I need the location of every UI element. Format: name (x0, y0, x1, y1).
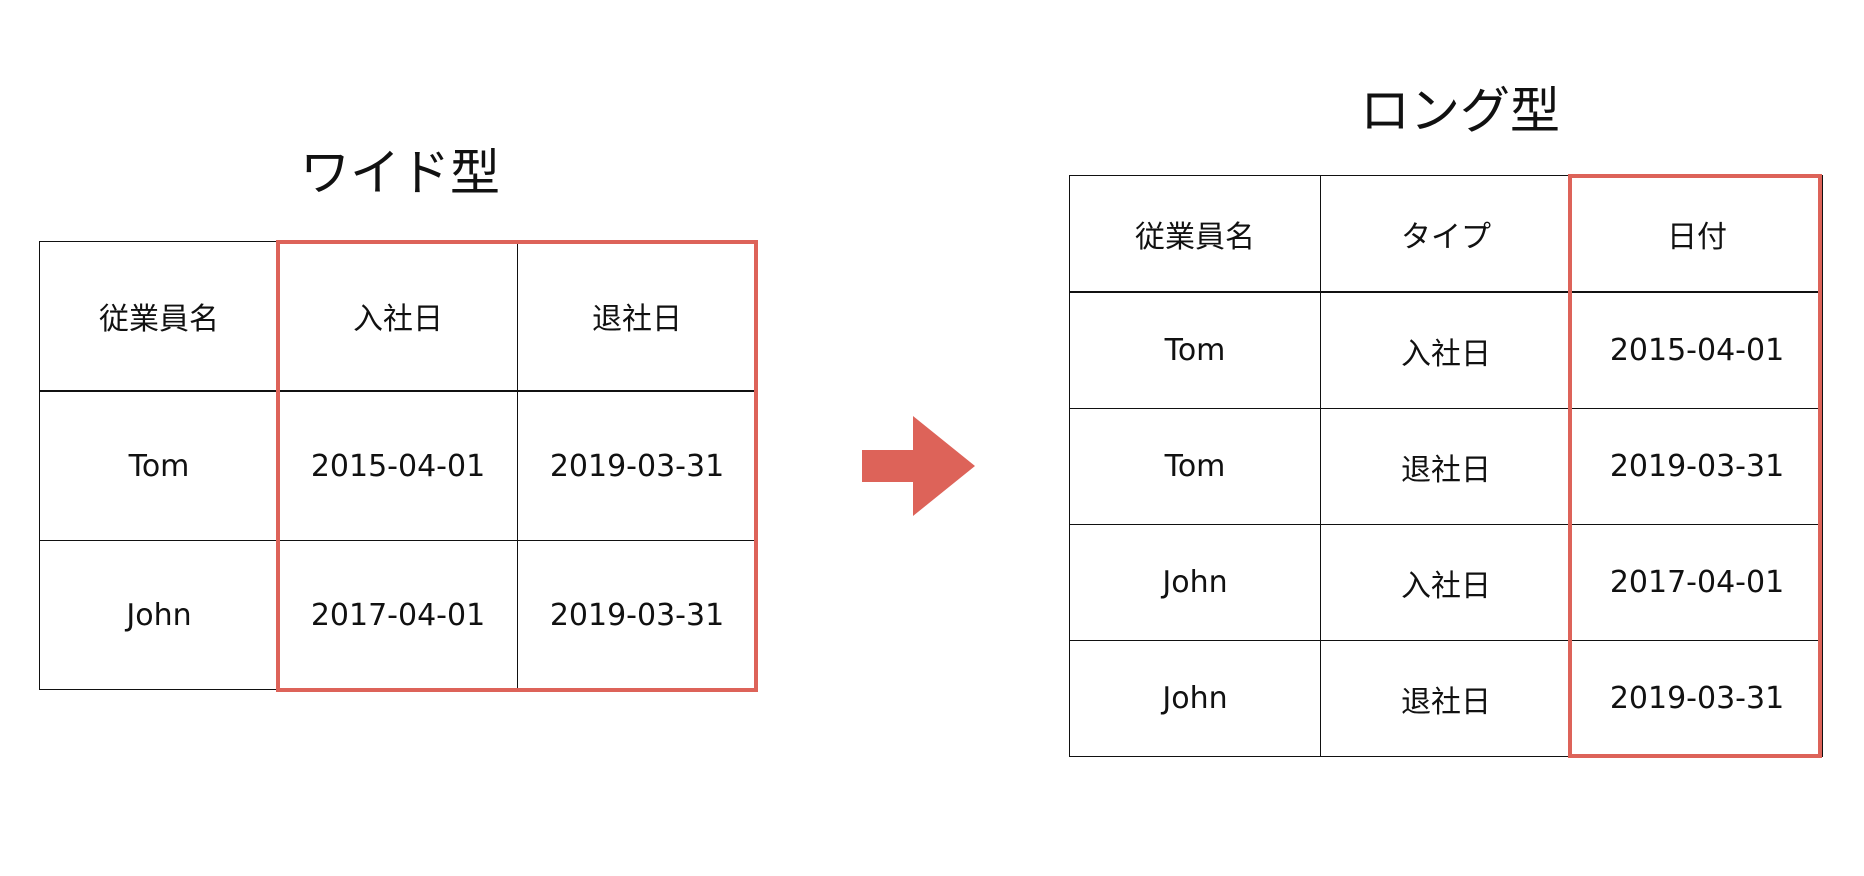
header-cell: タイプ (1320, 175, 1572, 293)
table-cell: 2019-03-31 (1571, 640, 1823, 757)
table-row: John 2017-04-01 2019-03-31 (39, 540, 757, 690)
table-cell: John (1069, 524, 1321, 641)
header-cell: 日付 (1571, 175, 1823, 293)
table-cell: 2015-04-01 (1571, 291, 1823, 409)
table-row: John 入社日 2017-04-01 (1069, 524, 1823, 641)
table-cell: 入社日 (1320, 291, 1572, 409)
table-cell: Tom (39, 390, 279, 541)
header-cell: 従業員名 (1069, 175, 1321, 293)
table-row: Tom 2015-04-01 2019-03-31 (39, 390, 757, 541)
header-cell: 退社日 (517, 241, 757, 392)
table-header-row: 従業員名 入社日 退社日 (39, 241, 757, 392)
header-cell: 従業員名 (39, 241, 279, 392)
table-cell: John (39, 540, 279, 690)
wide-format-title: ワイド型 (300, 144, 500, 202)
table-cell: 2019-03-31 (517, 540, 757, 690)
right-arrow-icon (862, 416, 975, 516)
table-cell: 2019-03-31 (1571, 408, 1823, 525)
table-cell: Tom (1069, 408, 1321, 525)
table-cell: 退社日 (1320, 640, 1572, 757)
table-cell: 退社日 (1320, 408, 1572, 525)
long-format-table: 従業員名 タイプ 日付 Tom 入社日 2015-04-01 Tom 退社日 2… (1069, 175, 1823, 757)
table-cell: 2017-04-01 (1571, 524, 1823, 641)
wide-format-table: 従業員名 入社日 退社日 Tom 2015-04-01 2019-03-31 J… (39, 241, 757, 690)
table-cell: Tom (1069, 291, 1321, 409)
table-cell: 2019-03-31 (517, 390, 757, 541)
table-row: John 退社日 2019-03-31 (1069, 640, 1823, 757)
table-row: Tom 入社日 2015-04-01 (1069, 291, 1823, 409)
table-row: Tom 退社日 2019-03-31 (1069, 408, 1823, 525)
table-header-row: 従業員名 タイプ 日付 (1069, 175, 1823, 293)
header-cell: 入社日 (278, 241, 518, 392)
table-cell: John (1069, 640, 1321, 757)
table-cell: 2015-04-01 (278, 390, 518, 541)
table-cell: 2017-04-01 (278, 540, 518, 690)
long-format-title: ロング型 (1360, 82, 1560, 140)
table-cell: 入社日 (1320, 524, 1572, 641)
